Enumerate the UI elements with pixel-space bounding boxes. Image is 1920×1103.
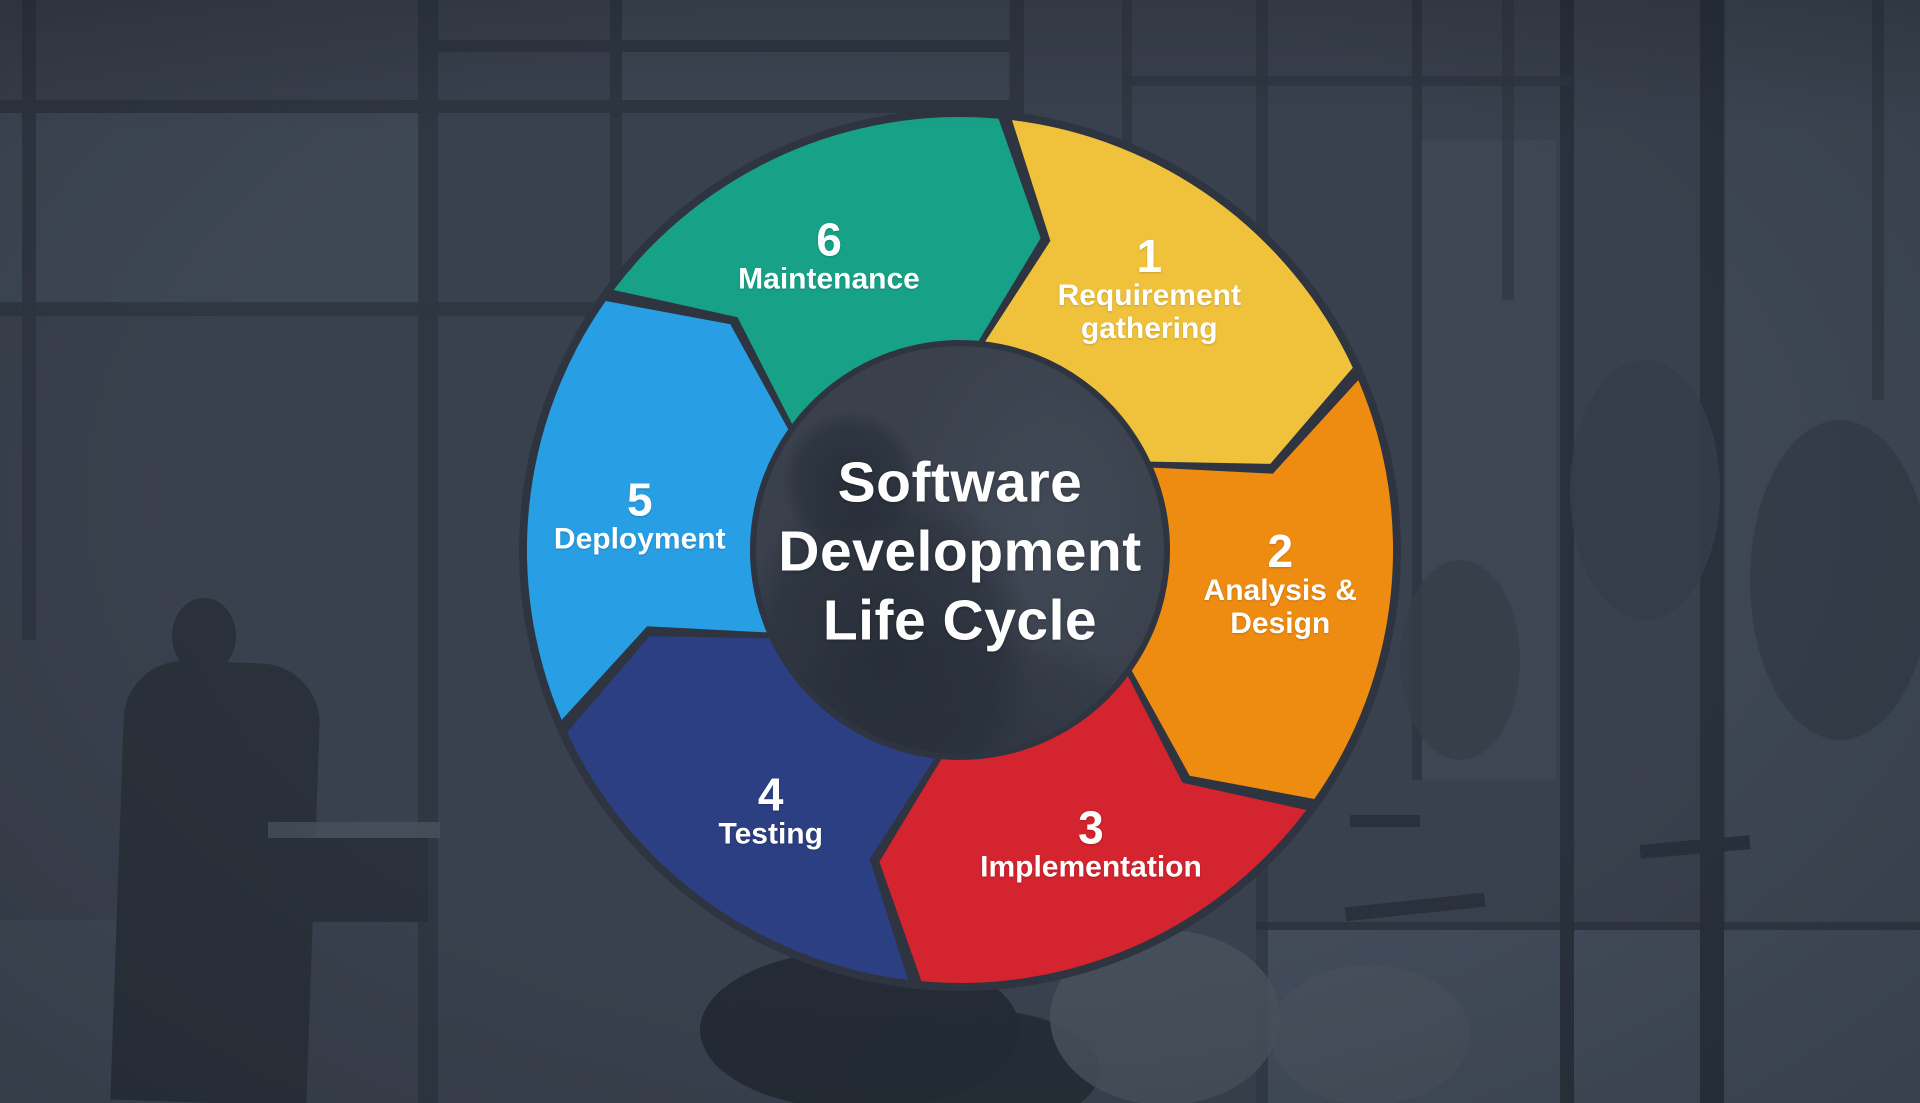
window-frame-line — [610, 0, 622, 340]
window-frame-beam — [1122, 76, 1572, 86]
ring-segments — [526, 116, 1394, 984]
plant-silhouette — [1750, 420, 1920, 740]
desk-edge-accent — [1350, 815, 1420, 827]
plant-silhouette — [1570, 360, 1720, 620]
segment-testing — [567, 636, 935, 980]
window-frame-beam — [0, 100, 1010, 113]
desk-top — [268, 822, 440, 838]
chair-silhouette — [1270, 965, 1470, 1103]
window-frame-line — [1412, 0, 1422, 780]
segment-deployment — [526, 301, 789, 720]
plant-silhouette — [1400, 560, 1520, 760]
window-frame-beam — [0, 302, 612, 316]
window-frame-beam — [420, 40, 1010, 52]
window-frame-line — [1502, 0, 1514, 300]
title-line-3: Life Cycle — [822, 588, 1098, 653]
window-frame-line — [1872, 0, 1884, 400]
title-line-1: Software — [837, 450, 1083, 515]
segment-implementation — [879, 676, 1307, 984]
glass-panel — [0, 112, 420, 312]
window-frame-line — [1560, 0, 1574, 1103]
title-line-2: Development — [778, 519, 1142, 584]
glass-panel — [612, 0, 1008, 110]
segment-maintenance — [613, 116, 1041, 424]
window-frame-beam — [1256, 922, 1920, 930]
segment-requirement-gathering — [985, 120, 1353, 464]
segment-analysis-design — [1131, 380, 1394, 799]
desk-body — [276, 838, 428, 922]
diagram-title: Software Development Life Cycle — [778, 449, 1141, 656]
window-frame-line — [22, 0, 36, 640]
